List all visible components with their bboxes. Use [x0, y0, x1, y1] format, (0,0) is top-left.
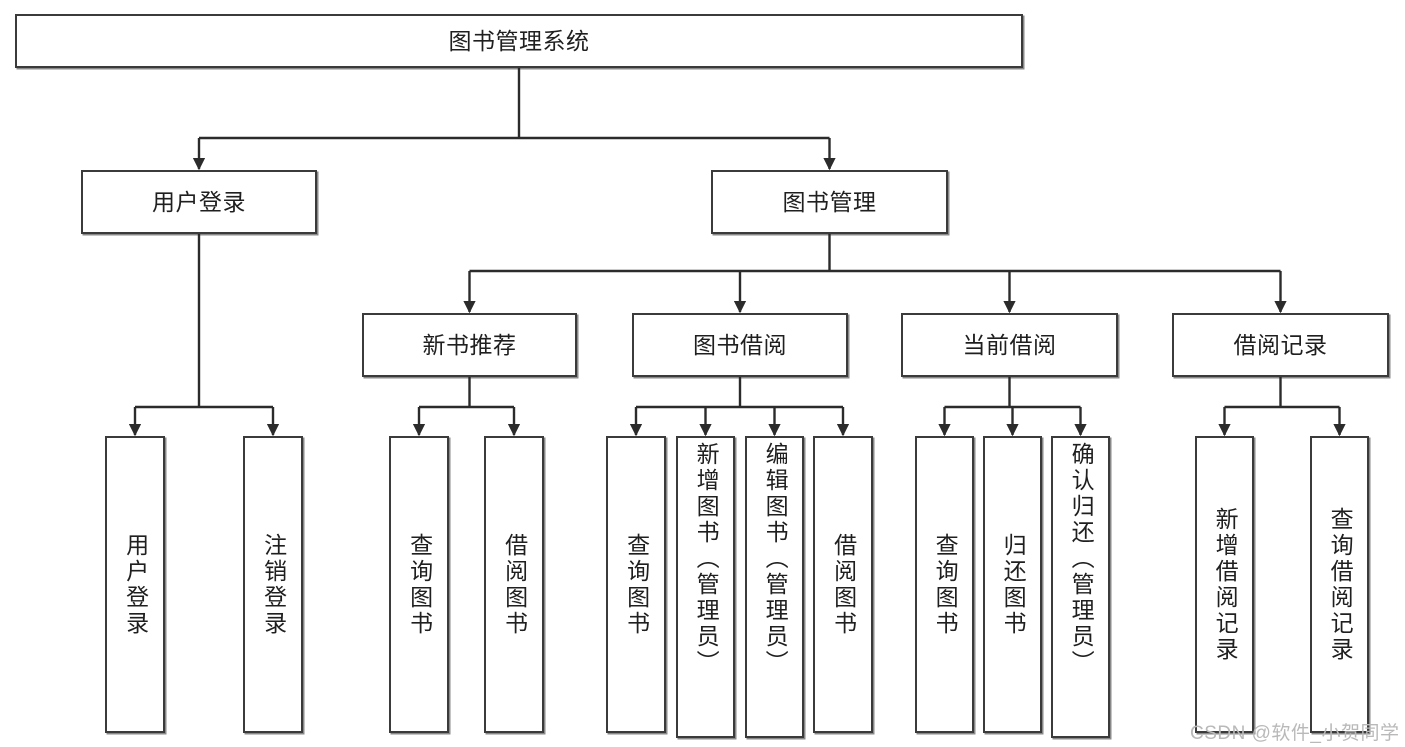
node-label: 图书借阅 [693, 331, 787, 358]
node-label: 注销登录 [260, 532, 287, 637]
node-label: 当前借阅 [962, 331, 1057, 358]
node-borrow-record[interactable]: 借阅记录 [1172, 313, 1389, 377]
node-current-borrow[interactable]: 当前借阅 [901, 313, 1118, 377]
node-label: 查询图书 [623, 532, 650, 637]
node-label: 借阅图书 [501, 532, 528, 637]
watermark: CSDN @软件_小贺同学 [1190, 723, 1400, 744]
node-leaf-user-login[interactable]: 用户登录 [105, 436, 165, 733]
node-label: 借阅图书 [830, 532, 857, 637]
node-leaf-query-book-2[interactable]: 查询图书 [606, 436, 666, 733]
node-label: 用户登录 [152, 188, 246, 215]
node-label: 用户登录 [122, 532, 149, 637]
node-root[interactable]: 图书管理系统 [15, 14, 1023, 68]
node-book-manage[interactable]: 图书管理 [711, 170, 948, 234]
connector-lines [128, 68, 1346, 437]
node-user-login[interactable]: 用户登录 [81, 170, 317, 234]
node-label: 新增图书（管理员） [693, 442, 720, 676]
node-leaf-borrow-book-2[interactable]: 借阅图书 [813, 436, 873, 733]
node-label: 图书管理 [782, 188, 877, 215]
node-label: 确认归还（管理员） [1068, 442, 1095, 676]
node-book-borrow[interactable]: 图书借阅 [632, 313, 848, 377]
node-leaf-logout[interactable]: 注销登录 [243, 436, 303, 733]
node-leaf-query-book-1[interactable]: 查询图书 [389, 436, 449, 733]
node-leaf-return-book[interactable]: 归还图书 [983, 436, 1042, 733]
node-leaf-query-record[interactable]: 查询借阅记录 [1310, 436, 1369, 733]
node-label: 查询借阅记录 [1327, 506, 1354, 663]
node-label: 归还图书 [1000, 532, 1027, 637]
node-label: 查询图书 [406, 532, 433, 637]
node-leaf-add-book[interactable]: 新增图书（管理员） [676, 436, 735, 738]
node-label: 新增借阅记录 [1212, 506, 1239, 663]
node-leaf-confirm-return[interactable]: 确认归还（管理员） [1051, 436, 1110, 738]
node-leaf-borrow-book-1[interactable]: 借阅图书 [484, 436, 544, 733]
node-label: 图书管理系统 [448, 27, 590, 54]
node-leaf-add-record[interactable]: 新增借阅记录 [1195, 436, 1254, 733]
node-label: 查询图书 [932, 532, 959, 637]
node-leaf-edit-book[interactable]: 编辑图书（管理员） [745, 436, 804, 738]
node-label: 新书推荐 [422, 331, 517, 358]
node-label: 借阅记录 [1233, 331, 1328, 358]
node-leaf-query-book-3[interactable]: 查询图书 [915, 436, 974, 733]
node-label: 编辑图书（管理员） [762, 442, 789, 676]
node-new-book-rec[interactable]: 新书推荐 [362, 313, 577, 377]
